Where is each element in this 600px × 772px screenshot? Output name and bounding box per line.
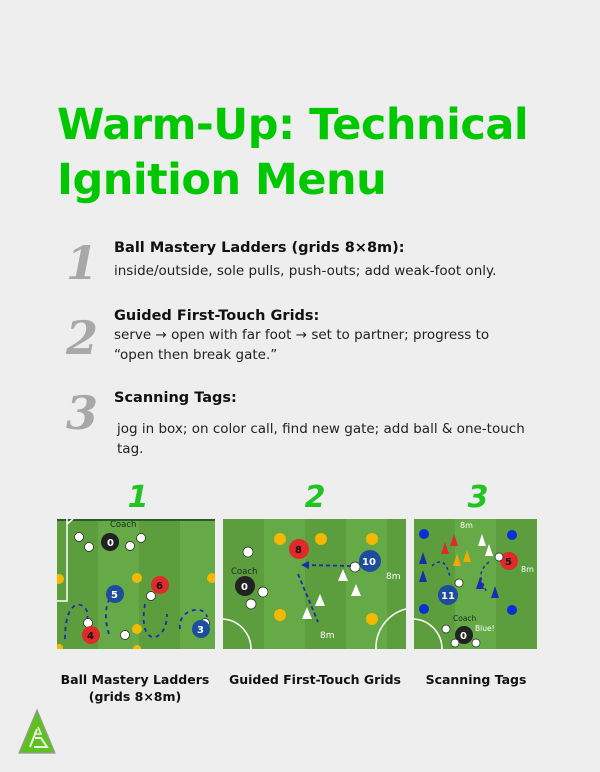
svg-text:8m: 8m <box>386 572 401 582</box>
menu-item-1: 1 Ball Mastery Ladders (grids 8×8m): ins… <box>62 236 542 286</box>
svg-text:4: 4 <box>87 631 94 642</box>
svg-text:8: 8 <box>295 545 302 556</box>
page-title: Warm-Up: Technical Ignition Menu <box>57 98 577 208</box>
item-heading-2: Guided First-Touch Grids: <box>114 308 320 324</box>
diagram-ball-mastery: Coach 0 5 6 4 3 <box>57 519 215 649</box>
item-heading-1: Ball Mastery Ladders (grids 8×8m): <box>114 240 405 256</box>
caption-1: Ball Mastery Ladders (grids 8×8m) <box>60 671 210 705</box>
item-body-2-line-1: serve → open with far foot → set to part… <box>114 327 490 343</box>
diagram-number-2: 2 <box>304 480 326 515</box>
svg-text:5: 5 <box>505 557 512 568</box>
svg-text:0: 0 <box>107 538 114 549</box>
diagram-number-1: 1 <box>127 480 149 515</box>
pitch-diagram-1: Coach 0 5 6 4 3 <box>57 519 215 649</box>
caption-3: Scanning Tags <box>425 672 527 687</box>
svg-text:Coach: Coach <box>453 614 477 623</box>
diagram-first-touch: Coach 0 8 10 8m 8m <box>223 519 406 649</box>
menu-item-2: 2 Guided First-Touch Grids: serve → open… <box>62 305 542 365</box>
item-body-2: serve → open with far foot → set to part… <box>114 326 544 365</box>
pitch-diagram-2: Coach 0 8 10 8m 8m <box>223 533 406 649</box>
title-line-2: Ignition Menu <box>57 155 387 205</box>
caption-1-line-1: Ball Mastery Ladders <box>60 672 210 687</box>
item-body-3-line-1: jog in box; on color call, find new gate… <box>117 421 525 437</box>
item-body-2-line-2: “open then break gate.” <box>114 346 278 363</box>
svg-text:5: 5 <box>111 590 118 601</box>
svg-text:6: 6 <box>156 581 163 592</box>
svg-text:8m: 8m <box>320 631 335 641</box>
item-body-1: inside/outside, sole pulls, push-outs; a… <box>114 263 497 279</box>
title-line-1: Warm-Up: Technical <box>57 100 529 150</box>
svg-text:Coach: Coach <box>231 567 257 577</box>
item-number-1: 1 <box>65 236 98 290</box>
svg-text:10: 10 <box>362 557 376 568</box>
menu-item-3: 3 Scanning Tags: jog in box; on color ca… <box>62 386 542 466</box>
item-number-3: 3 <box>65 386 98 440</box>
lb-triangle-logo-icon <box>17 707 57 759</box>
item-body-3: jog in box; on color call, find new gate… <box>117 420 547 459</box>
caption-1-line-2: (grids 8×8m) <box>88 689 182 704</box>
caption-2: Guided First-Touch Grids <box>228 672 402 687</box>
item-heading-3: Scanning Tags: <box>114 390 237 406</box>
item-number-2: 2 <box>65 311 98 365</box>
pitch-diagram-3: 8m 8m 11 5 Coach Blue! 0 <box>414 521 534 649</box>
item-body-3-line-2: tag. <box>117 440 144 457</box>
svg-text:3: 3 <box>197 625 204 636</box>
svg-text:11: 11 <box>441 591 455 602</box>
svg-text:Blue!: Blue! <box>475 624 495 633</box>
svg-text:0: 0 <box>460 631 467 642</box>
diagram-scanning-tags: 8m 8m 11 5 Coach Blue! 0 <box>414 519 537 649</box>
svg-text:8m: 8m <box>460 521 473 530</box>
diagram-number-3: 3 <box>467 480 489 515</box>
logo-svg <box>18 708 56 754</box>
svg-text:0: 0 <box>241 582 248 593</box>
svg-text:8m: 8m <box>521 565 534 574</box>
svg-text:Coach: Coach <box>110 520 136 530</box>
